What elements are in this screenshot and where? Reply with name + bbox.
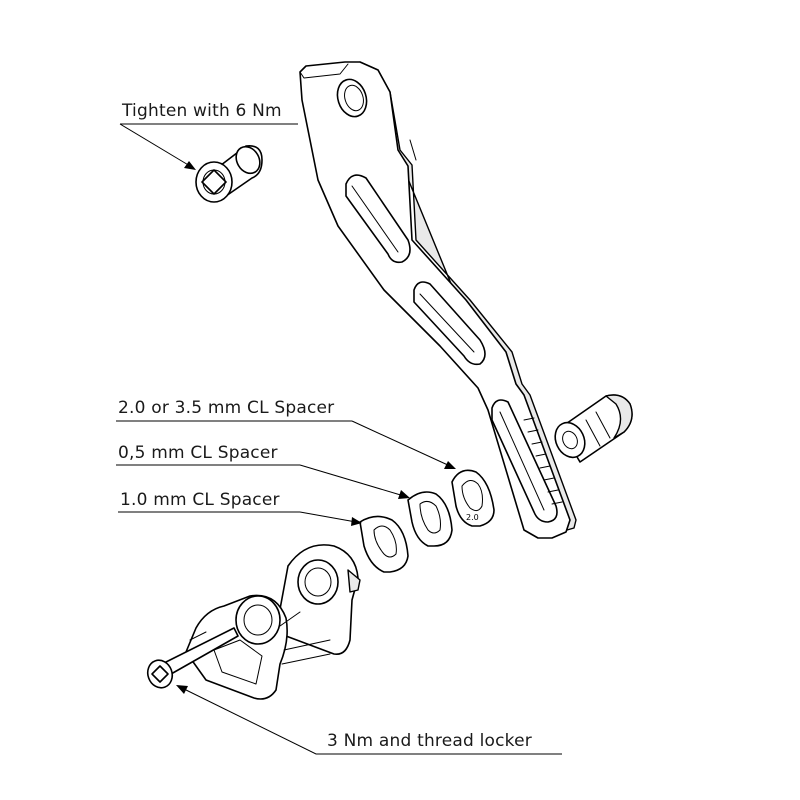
callout-spacer-1-0: 1.0 mm CL Spacer: [120, 490, 280, 510]
callout-spacer-0-5: 0,5 mm CL Spacer: [118, 443, 278, 463]
leader-3nm: [176, 685, 562, 755]
leader-spacer-10: [118, 511, 362, 526]
callout-spacer-2-0-3-5: 2.0 or 3.5 mm CL Spacer: [118, 398, 335, 418]
clamp-bracket: [185, 544, 361, 700]
leader-spacer-20: [116, 420, 456, 469]
callout-3nm-thread-locker: 3 Nm and thread locker: [327, 731, 532, 751]
barrel-nut-top: [195, 144, 263, 203]
front-bolt: [146, 627, 239, 689]
sleeve-nut-right: [554, 394, 633, 463]
leader-tighten: [119, 123, 298, 170]
spacer-1-0: [359, 515, 409, 573]
spacer-0-5: [407, 491, 453, 547]
spacer-marking: 2.0: [466, 513, 479, 522]
mounting-arm: [299, 61, 577, 539]
leader-spacer-05: [116, 464, 410, 499]
spacer-2-0-3-5: 2.0: [451, 469, 495, 527]
callout-tighten-6nm: Tighten with 6 Nm: [122, 101, 282, 121]
